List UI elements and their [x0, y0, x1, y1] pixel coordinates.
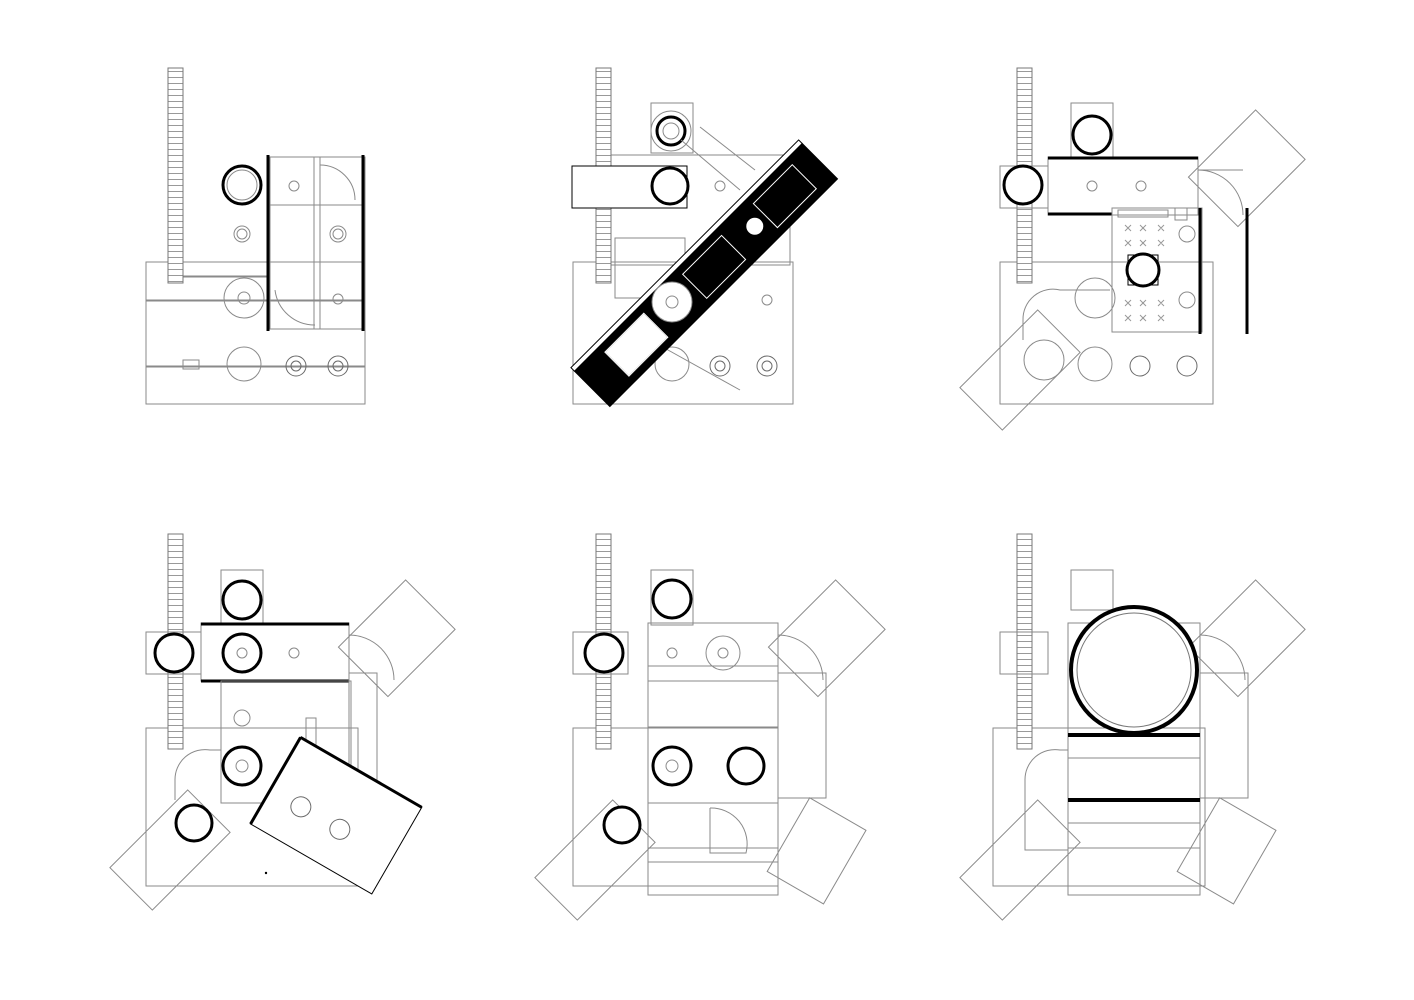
base-footprint	[145, 261, 366, 405]
diagonal-bar	[570, 139, 839, 408]
seating-pattern	[1124, 224, 1165, 322]
column-ring	[221, 164, 263, 206]
stair-strip	[167, 67, 184, 284]
column-ring	[1071, 114, 1113, 156]
stair-strip	[1016, 533, 1033, 750]
plan-3	[959, 67, 1306, 431]
fan-icon	[285, 355, 307, 377]
column-ring	[655, 115, 687, 147]
column-ring	[221, 579, 263, 621]
base-footprint	[992, 727, 1206, 887]
central-block	[269, 156, 366, 330]
large-drum	[1069, 605, 1199, 735]
column-ring	[651, 578, 693, 620]
column-dot	[288, 180, 300, 192]
plan-6	[959, 533, 1306, 921]
plan-5	[534, 533, 886, 921]
plan-4	[109, 533, 456, 911]
plan-2	[570, 67, 839, 408]
fan-icon	[1129, 355, 1151, 377]
fan-icon	[1176, 355, 1198, 377]
fan-icon	[709, 355, 731, 377]
plan-1	[145, 67, 366, 405]
base-footprint	[999, 261, 1214, 405]
rotated-room	[249, 736, 423, 895]
fan-icon	[327, 355, 349, 377]
fan-icon	[756, 355, 778, 377]
